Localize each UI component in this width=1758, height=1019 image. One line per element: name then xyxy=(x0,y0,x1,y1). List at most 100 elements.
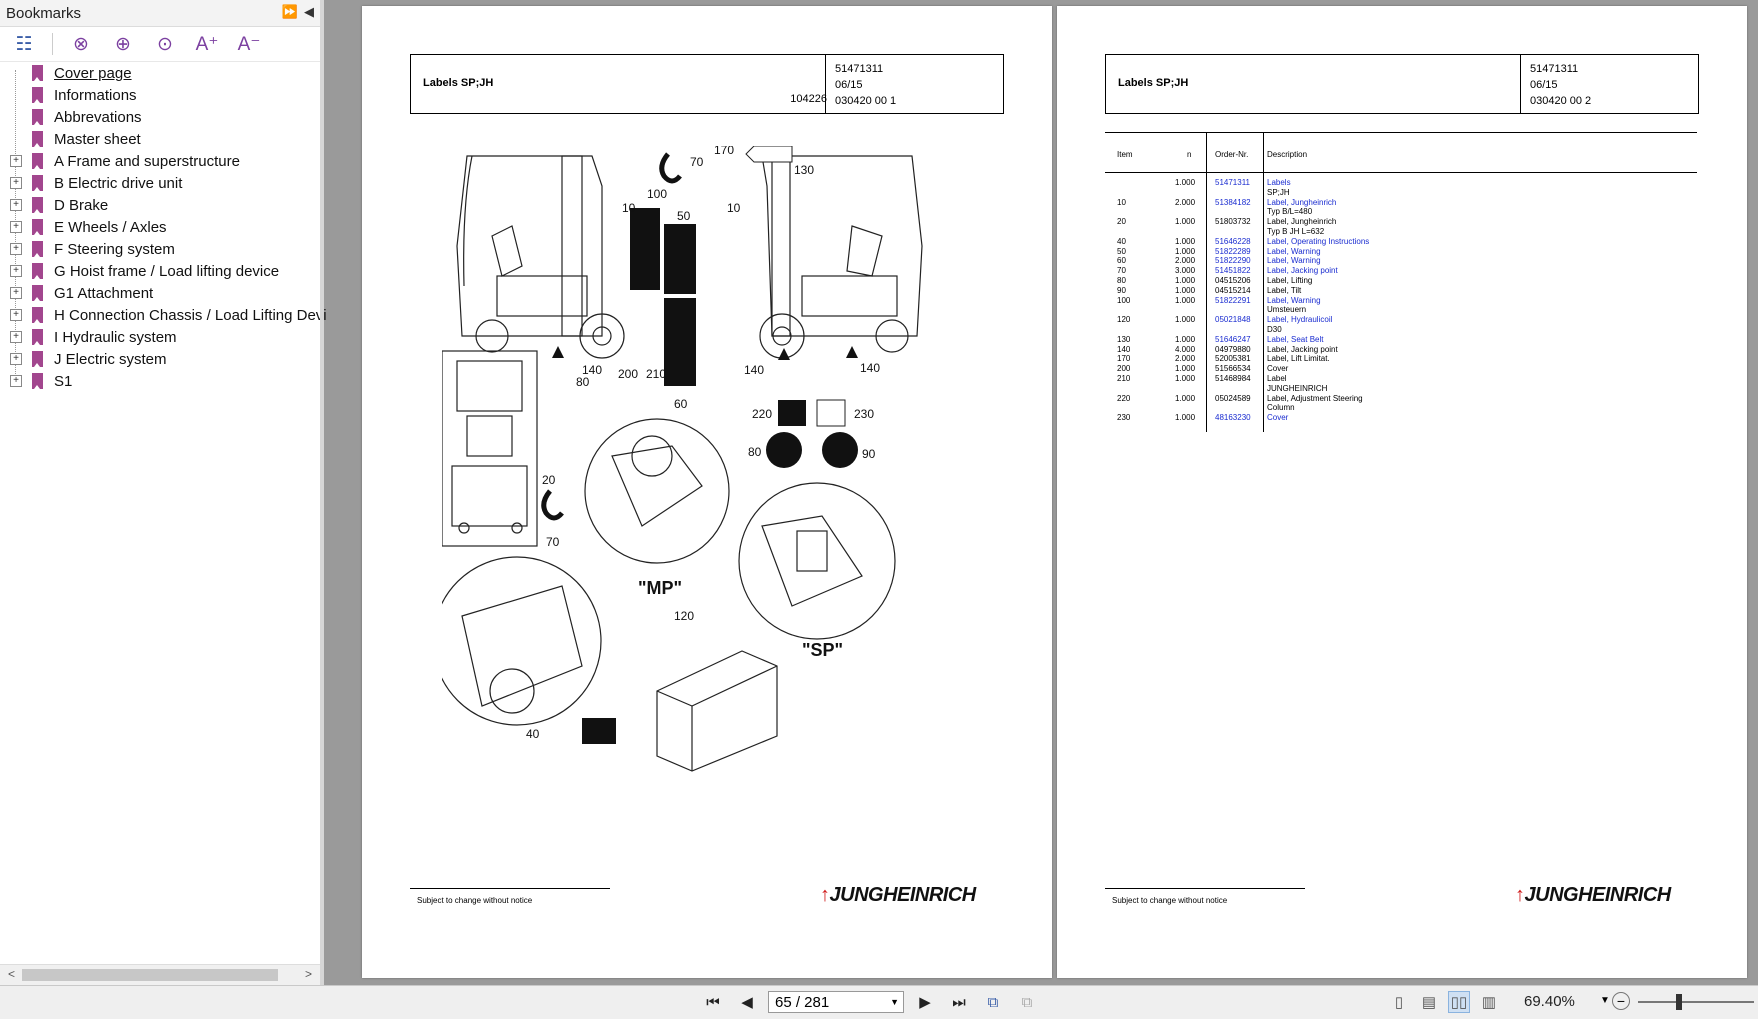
cell-order-number[interactable]: 51451822 xyxy=(1215,266,1251,276)
bookmark-item[interactable]: Informations xyxy=(0,84,320,106)
expand-toggle-icon[interactable]: + xyxy=(10,265,22,277)
cell-description[interactable]: Cover xyxy=(1267,413,1289,423)
bookmark-properties-icon[interactable]: ⊙ xyxy=(157,33,173,55)
svg-text:170: 170 xyxy=(714,146,734,157)
add-bookmark-icon[interactable]: ⊕ xyxy=(115,33,131,55)
expand-toggle-icon[interactable]: + xyxy=(10,177,22,189)
bookmark-item[interactable]: +I Hydraulic system xyxy=(0,326,320,348)
cell-quantity: 1.000 xyxy=(1175,236,1196,246)
facing-pages-icon[interactable]: ▯▯ xyxy=(1448,991,1470,1013)
scroll-right-icon[interactable]: > xyxy=(304,967,312,981)
cell-order-number[interactable]: 05021848 xyxy=(1215,315,1251,325)
cell-item: 10 xyxy=(1117,197,1126,207)
bookmark-item[interactable]: +J Electric system xyxy=(0,348,320,370)
hydraulic-tank xyxy=(656,650,778,772)
expand-toggle-icon[interactable]: + xyxy=(10,155,22,167)
scroll-left-icon[interactable]: < xyxy=(8,967,16,981)
cell-order-number[interactable]: 51384182 xyxy=(1215,197,1251,207)
page-number-input[interactable]: 65 / 281 ▼ xyxy=(768,991,904,1013)
cell-description[interactable]: Label, Operating Instructions xyxy=(1267,236,1370,246)
cell-order-number[interactable]: 51646228 xyxy=(1215,236,1251,246)
zoom-slider-knob[interactable] xyxy=(1676,994,1682,1010)
expand-toggle-icon[interactable]: + xyxy=(10,243,22,255)
horizontal-scrollbar[interactable]: < > xyxy=(0,964,320,985)
cell-order-number[interactable]: 48163230 xyxy=(1215,413,1251,423)
bookmark-item[interactable]: Abbrevations xyxy=(0,106,320,128)
bookmark-item[interactable]: +F Steering system xyxy=(0,238,320,260)
cell-item: 130 xyxy=(1117,334,1131,344)
previous-view-icon[interactable]: ⧉ xyxy=(987,993,999,1011)
panel-splitter[interactable] xyxy=(320,0,324,985)
cell-description[interactable]: Label, Hydraulicoil xyxy=(1267,315,1333,325)
zoom-slider[interactable] xyxy=(1638,994,1754,1010)
continuous-facing-icon[interactable]: ▥ xyxy=(1481,994,1497,1011)
delete-bookmark-icon[interactable]: ⊗ xyxy=(73,33,89,55)
next-view-icon[interactable]: ⧉ xyxy=(1021,993,1033,1011)
expand-toggle-icon[interactable]: + xyxy=(10,199,22,211)
cell-description[interactable]: Label, Seat Belt xyxy=(1267,334,1324,344)
expand-toggle-icon[interactable]: + xyxy=(10,287,22,299)
bookmark-item[interactable]: +S1 xyxy=(0,370,320,392)
footer-note: Subject to change without notice xyxy=(417,896,533,905)
zoom-level[interactable]: 69.40% xyxy=(1524,993,1575,1010)
chevron-down-icon[interactable]: ▼ xyxy=(890,997,899,1007)
increase-font-icon[interactable]: A⁺ xyxy=(195,33,219,55)
expand-all-icon[interactable]: ☷ xyxy=(15,33,33,55)
next-page-icon[interactable]: ▶ xyxy=(919,994,931,1011)
bookmark-item[interactable]: Master sheet xyxy=(0,128,320,150)
cell-order-number[interactable]: 51822291 xyxy=(1215,295,1251,305)
cell-description[interactable]: Label, Warning xyxy=(1267,246,1321,256)
panel-collapse-icon[interactable]: ◀ xyxy=(304,4,314,19)
bookmark-item[interactable]: +H Connection Chassis / Load Lifting Dev… xyxy=(0,304,327,326)
zoom-dropdown-icon[interactable]: ▼ xyxy=(1600,995,1610,1006)
bookmark-item[interactable]: +A Frame and superstructure xyxy=(0,150,320,172)
expand-toggle-icon[interactable]: + xyxy=(10,221,22,233)
bookmark-item[interactable]: +D Brake xyxy=(0,194,320,216)
scrollbar-thumb[interactable] xyxy=(22,969,278,981)
cell-order-number[interactable]: 51822289 xyxy=(1215,246,1251,256)
cell-order-number[interactable]: 51646247 xyxy=(1215,334,1251,344)
expand-toggle-icon[interactable]: + xyxy=(10,331,22,343)
cell-order-number: 04515206 xyxy=(1215,275,1251,285)
bookmark-item[interactable]: +E Wheels / Axles xyxy=(0,216,320,238)
cell-order-number[interactable]: 51471311 xyxy=(1215,178,1250,187)
panel-expand-icon[interactable]: ⏩ xyxy=(281,4,298,19)
zoom-out-icon[interactable]: − xyxy=(1612,992,1630,1010)
table-header: Item n Order-Nr. Description xyxy=(1105,146,1697,168)
previous-page-icon[interactable]: ◀ xyxy=(741,994,753,1011)
cell-description[interactable]: Label, Jungheinrich xyxy=(1267,197,1337,207)
last-page-icon[interactable]: ⏭ xyxy=(952,993,966,1011)
expand-toggle-icon[interactable]: + xyxy=(10,353,22,365)
header-meta: 51471311 06/15 030420 00 2 xyxy=(1530,61,1591,109)
bookmark-icon xyxy=(32,263,43,279)
bookmark-item[interactable]: +B Electric drive unit xyxy=(0,172,320,194)
cell-description[interactable]: Label, Warning xyxy=(1267,295,1321,305)
cell-order-number[interactable]: 51822290 xyxy=(1215,256,1251,266)
cell-description[interactable]: Labels xyxy=(1267,178,1291,187)
bookmark-item[interactable]: +G Hoist frame / Load lifting device xyxy=(0,260,320,282)
cell-description[interactable]: Label, Jacking point xyxy=(1267,266,1338,276)
first-page-icon[interactable]: ⏮ xyxy=(706,993,720,1011)
expand-toggle-icon[interactable]: + xyxy=(10,375,22,387)
toolbar-divider xyxy=(52,33,53,55)
bookmark-item[interactable]: Cover page xyxy=(0,62,320,84)
cell-description: Label, Jungheinrich xyxy=(1267,217,1337,227)
single-page-icon[interactable]: ▯ xyxy=(1394,994,1404,1011)
cell-description[interactable]: Label, Warning xyxy=(1267,256,1321,266)
continuous-page-icon[interactable]: ▤ xyxy=(1421,994,1437,1011)
bookmark-item[interactable]: +G1 Attachment xyxy=(0,282,320,304)
bookmarks-title: Bookmarks xyxy=(6,4,82,22)
expand-toggle-icon[interactable]: + xyxy=(10,309,22,321)
decrease-font-icon[interactable]: A⁻ xyxy=(237,33,261,55)
